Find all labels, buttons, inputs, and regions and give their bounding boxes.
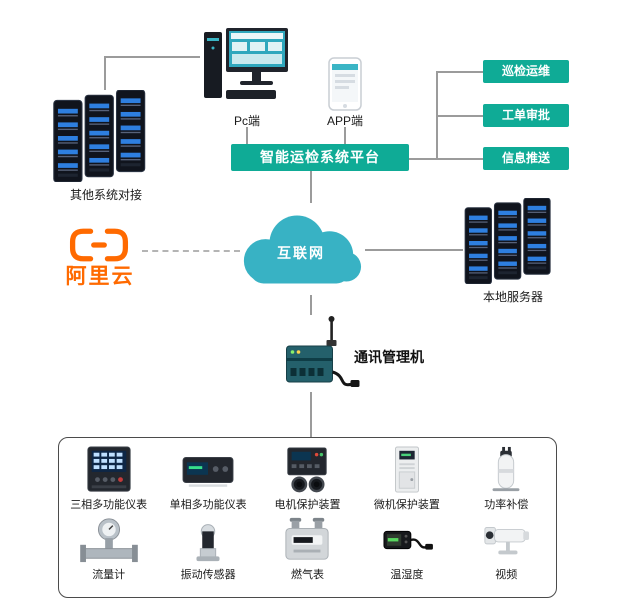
device-power-compensation: 功率补偿 [459, 446, 554, 512]
device-mcu-protection: 微机保护装置 [359, 446, 454, 512]
connector-feature-2 [436, 115, 483, 117]
phone-icon [328, 57, 362, 111]
device-label: 视频 [495, 569, 518, 581]
device-three-phase-meter: 三相多功能仪表 [61, 446, 156, 512]
local-server-label: 本地服务器 [482, 290, 543, 304]
motor-protection-icon [287, 447, 328, 493]
connector-banner-cloud [310, 171, 312, 203]
vibration-sensor-icon [196, 524, 220, 562]
aliyun-label: 阿里云 [65, 265, 135, 288]
device-gas-meter: 燃气表 [260, 516, 355, 582]
field-devices-box: 三相多功能仪表 单相多功能仪表 [58, 437, 557, 598]
device-label: 单相多功能仪表 [169, 499, 247, 511]
cctv-camera-icon [484, 527, 530, 555]
device-cctv-camera: 视频 [459, 516, 554, 582]
feature-box-workorder-approval: 工单审批 [483, 104, 569, 127]
connector-othersystems-up [104, 56, 106, 90]
pc-workstation-icon [204, 28, 288, 99]
temp-humidity-icon [383, 530, 433, 550]
comm-manager-label: 通讯管理机 [354, 349, 424, 365]
connector-feature-1 [436, 71, 483, 73]
device-row-1: 三相多功能仪表 单相多功能仪表 [59, 446, 556, 512]
feature-box-info-push: 信息推送 [483, 147, 569, 170]
internet-label: 互联网 [277, 245, 325, 261]
device-label: 流量计 [92, 569, 126, 581]
device-motor-protection: 电机保护装置 [260, 446, 355, 512]
connector-othersystems-platform [104, 56, 200, 58]
power-compensation-icon [492, 446, 520, 492]
gas-meter-icon [285, 517, 330, 560]
feature-box-inspection-ops: 巡检运维 [483, 60, 569, 83]
connector-app-banner [344, 127, 346, 144]
internet-cloud-icon [243, 215, 362, 284]
connector-aliyun-cloud-dashed [142, 250, 240, 252]
connector-cloud-localserver [365, 249, 463, 251]
flow-meter-icon [79, 518, 138, 563]
device-row-2: 流量计 振动传感器 [59, 516, 556, 582]
comm-manager-icon [286, 316, 360, 387]
device-temp-humidity: 温湿度 [359, 516, 454, 582]
app-label: APP端 [326, 114, 363, 128]
connector-cloud-comm [310, 295, 312, 315]
connector-comm-devicebox [310, 392, 312, 437]
single-phase-meter-icon [182, 457, 234, 487]
device-label: 三相多功能仪表 [70, 499, 148, 511]
device-label: 微机保护装置 [373, 499, 440, 511]
platform-banner: 智能运检系统平台 [231, 144, 409, 171]
connector-pc-banner [246, 127, 248, 144]
mcu-protection-icon [394, 446, 419, 493]
device-single-phase-meter: 单相多功能仪表 [161, 446, 256, 512]
device-label: 振动传感器 [180, 569, 236, 581]
other-systems-label: 其他系统对接 [69, 188, 142, 202]
other-systems-servers-icon [52, 90, 158, 182]
device-flow-meter: 流量计 [61, 516, 156, 582]
pc-label: Pc端 [233, 114, 260, 128]
connector-banner-features [409, 158, 483, 160]
local-server-icon [463, 198, 563, 284]
aliyun-logo-icon [69, 228, 129, 262]
device-label: 温湿度 [390, 569, 424, 581]
device-vibration-sensor: 振动传感器 [161, 516, 256, 582]
three-phase-meter-icon [87, 446, 131, 492]
device-label: 电机保护装置 [274, 499, 341, 511]
device-label: 功率补偿 [484, 499, 529, 511]
device-label: 燃气表 [290, 569, 324, 581]
